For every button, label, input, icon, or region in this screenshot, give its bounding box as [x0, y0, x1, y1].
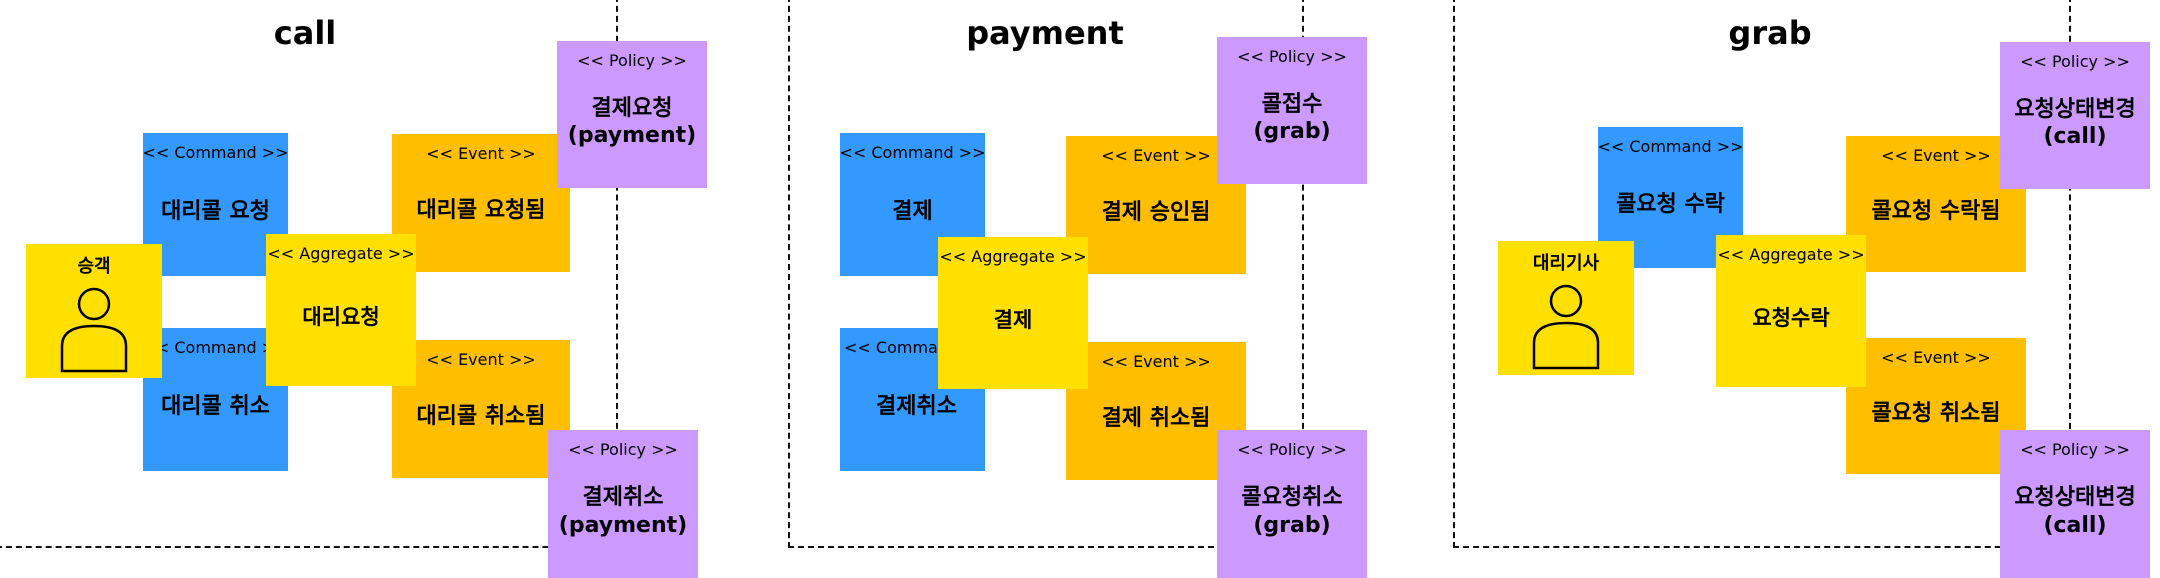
aggregate-label: 결제 — [993, 308, 1033, 333]
policy-grab-accept[interactable]: << Policy >> 콜접수 (grab) — [1217, 37, 1367, 184]
aggregate-stereotype: << Aggregate >> — [939, 247, 1087, 266]
event-label: 대리콜 요청됨 — [416, 197, 546, 223]
policy-call-status-bottom[interactable]: << Policy >> 요청상태변경 (call) — [2000, 430, 2150, 578]
policy-label: 결제요청 (payment) — [567, 95, 697, 149]
aggregate-stereotype: << Aggregate >> — [1717, 245, 1865, 264]
policy-call-status-top[interactable]: << Policy >> 요청상태변경 (call) — [2000, 42, 2150, 189]
aggregate-label: 대리요청 — [302, 305, 380, 330]
command-label: 결제취소 — [876, 394, 957, 420]
command-stereotype: << Command >> — [1597, 137, 1744, 156]
command-stereotype: << Command >> — [142, 143, 289, 162]
policy-stereotype: << Policy >> — [577, 51, 687, 70]
event-label: 콜요청 수락됨 — [1871, 198, 2001, 224]
command-stereotype: << Comman — [844, 338, 948, 357]
event-stereotype: << Event >> — [1881, 146, 1991, 165]
policy-label: 결제취소 (payment) — [558, 485, 688, 538]
policy-stereotype: << Policy >> — [2020, 440, 2130, 459]
event-label: 대리콜 취소됨 — [416, 403, 546, 429]
event-payment-approved[interactable]: << Event >> 결제 승인됨 — [1066, 136, 1246, 274]
command-cancel-ride[interactable]: << Command >> 대리콜 취소 — [142, 328, 289, 471]
event-stereotype: << Event >> — [1101, 352, 1211, 371]
policy-stereotype: << Policy >> — [1237, 47, 1347, 66]
event-stereotype: << Event >> — [426, 350, 536, 369]
command-label: 콜요청 수락 — [1616, 192, 1725, 218]
policy-stereotype: << Policy >> — [2020, 52, 2130, 71]
aggregate-label: 요청수락 — [1752, 306, 1830, 331]
policy-label: 콜접수 (grab) — [1253, 91, 1331, 145]
event-stereotype: << Event >> — [1101, 146, 1211, 165]
command-pay[interactable]: << Command >> 결제 — [839, 133, 986, 276]
event-label: 결제 취소됨 — [1101, 405, 1211, 431]
context-title-payment: payment — [966, 14, 1124, 52]
command-label: 대리콜 취소 — [161, 394, 270, 420]
aggregate-stereotype: << Aggregate >> — [267, 244, 415, 263]
aggregate-request-accept[interactable]: << Aggregate >> 요청수락 — [1716, 235, 1866, 387]
command-stereotype: << Command >> — [839, 143, 986, 162]
actor-name: 승객 — [77, 256, 111, 277]
event-call-cancelled[interactable]: << Event >> 콜요청 취소됨 — [1846, 338, 2026, 474]
aggregate-ride-request[interactable]: << Aggregate >> 대리요청 — [266, 234, 416, 386]
command-request-ride[interactable]: << Command >> 대리콜 요청 — [142, 133, 289, 276]
bounded-context-grab — [1453, 0, 2071, 548]
event-label: 콜요청 취소됨 — [1871, 400, 2001, 426]
actor-passenger[interactable]: 승객 — [26, 244, 162, 378]
actor-name: 대리기사 — [1532, 253, 1600, 274]
command-label: 결제 — [892, 199, 933, 225]
policy-payment-cancel[interactable]: << Policy >> 결제취소 (payment) — [548, 430, 698, 578]
policy-payment-request[interactable]: << Policy >> 결제요청 (payment) — [557, 41, 707, 188]
context-title-grab: grab — [1728, 14, 1812, 52]
policy-grab-cancel[interactable]: << Policy >> 콜요청취소 (grab) — [1217, 430, 1367, 578]
policy-label: 요청상태변경 (call) — [2014, 485, 2136, 538]
actor-driver[interactable]: 대리기사 — [1498, 241, 1634, 375]
event-ride-cancelled[interactable]: << Event >> 대리콜 취소됨 — [392, 340, 570, 478]
event-stereotype: << Event >> — [1881, 348, 1991, 367]
bounded-context-payment — [788, 0, 1304, 548]
event-stereotype: << Event >> — [426, 144, 536, 163]
aggregate-payment[interactable]: << Aggregate >> 결제 — [938, 237, 1088, 389]
command-stereotype: << Command >> — [142, 338, 289, 357]
bounded-context-call — [0, 0, 618, 548]
policy-label: 요청상태변경 (call) — [2014, 96, 2136, 150]
event-ride-requested[interactable]: << Event >> 대리콜 요청됨 — [392, 134, 570, 272]
person-icon — [60, 287, 128, 373]
command-label: 대리콜 요청 — [161, 199, 270, 225]
person-icon — [1532, 284, 1600, 370]
event-label: 결제 승인됨 — [1101, 199, 1211, 225]
event-payment-cancelled[interactable]: << Event >> 결제 취소됨 — [1066, 342, 1246, 480]
policy-stereotype: << Policy >> — [1237, 440, 1347, 459]
event-call-accepted[interactable]: << Event >> 콜요청 수락됨 — [1846, 136, 2026, 272]
context-title-call: call — [273, 14, 337, 52]
policy-label: 콜요청취소 (grab) — [1241, 485, 1343, 538]
policy-stereotype: << Policy >> — [568, 440, 678, 459]
